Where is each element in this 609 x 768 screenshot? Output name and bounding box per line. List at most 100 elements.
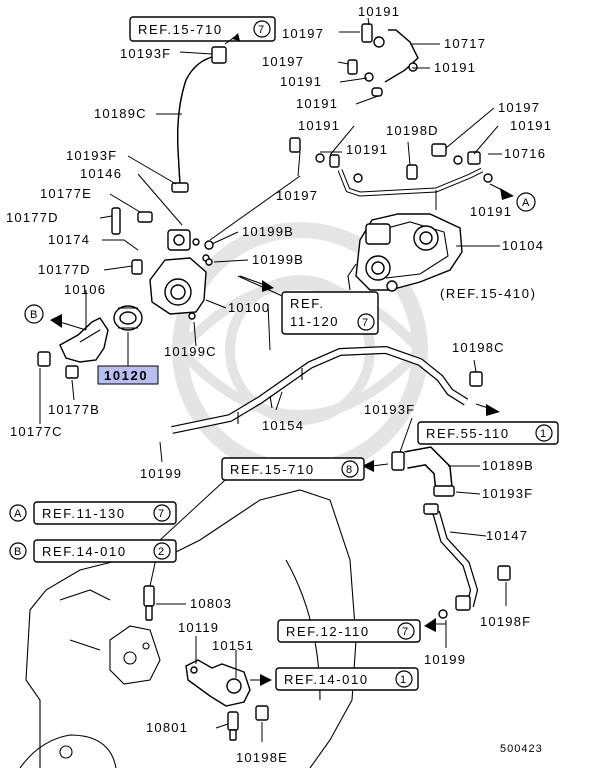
marker-A-circle[interactable]: A (516, 192, 536, 212)
label-10199C: 10199C (164, 344, 217, 359)
bolt-10198E (255, 705, 269, 721)
label-10177D: 10177D (38, 262, 91, 277)
label-10174: 10174 (48, 232, 90, 247)
ref-box-55-110[interactable]: REF.55-110 1 (417, 421, 559, 445)
svg-text:7: 7 (258, 24, 265, 36)
label-10191: 10191 (434, 60, 476, 75)
direction-arrows (50, 183, 514, 686)
svg-text:REF.15-710: REF.15-710 (230, 462, 315, 477)
label-10193F: 10193F (364, 402, 415, 417)
label-10189C: 10189C (94, 106, 147, 121)
arrow-head (232, 33, 240, 41)
label-10198D: 10198D (386, 123, 439, 138)
label-10191: 10191 (346, 142, 388, 157)
label-10197: 10197 (498, 100, 540, 115)
ref-marker-A[interactable]: A REF.11-130 7 (9, 501, 177, 525)
label-10189B: 10189B (482, 458, 534, 473)
label-10191: 10191 (280, 74, 322, 89)
thermostat-housing-10100 (149, 229, 210, 320)
svg-text:B: B (30, 309, 38, 321)
svg-text:7: 7 (158, 508, 165, 520)
svg-text:(REF.15-410): (REF.15-410) (440, 286, 537, 301)
label-10717: 10717 (444, 36, 486, 51)
label-10177C: 10177C (10, 424, 63, 439)
label-10193F: 10193F (482, 486, 533, 501)
water-inlet-10106 (59, 317, 109, 363)
pipe-10147 (423, 503, 511, 619)
label-10803: 10803 (190, 596, 232, 611)
label-10197: 10197 (282, 26, 324, 41)
svg-text:REF.11-130: REF.11-130 (42, 506, 126, 521)
bolts-right-top (289, 137, 493, 183)
pipe-10717 (347, 23, 419, 97)
svg-text:REF.14-010: REF.14-010 (42, 544, 127, 559)
hose-10189C (171, 46, 227, 193)
label-10193F: 10193F (120, 46, 171, 61)
label-10193F: 10193F (66, 148, 117, 163)
diagram-id: 500423 (500, 743, 543, 755)
svg-text:8: 8 (346, 464, 353, 476)
label-10199: 10199 (424, 652, 466, 667)
svg-text:10120: 10120 (104, 368, 148, 383)
sensor-10803 (143, 585, 155, 621)
label-10199B: 10199B (242, 224, 294, 239)
label-10198C: 10198C (452, 340, 505, 355)
label-10801: 10801 (146, 720, 188, 735)
label-10177E: 10177E (40, 186, 92, 201)
svg-text:A: A (14, 508, 22, 520)
part-labels: 10191 10197 10717 10193F 10197 10191 101… (6, 4, 552, 765)
label-10191: 10191 (298, 118, 340, 133)
label-10106: 10106 (64, 282, 106, 297)
svg-text:11-120: 11-120 (290, 314, 339, 329)
label-10191: 10191 (296, 96, 338, 111)
bolts-center (37, 207, 214, 379)
label-10197: 10197 (276, 188, 318, 203)
svg-text:REF.14-010: REF.14-010 (284, 672, 369, 687)
label-10100: 10100 (228, 300, 270, 315)
svg-text:REF.55-110: REF.55-110 (426, 426, 510, 441)
svg-text:REF.12-110: REF.12-110 (286, 624, 370, 639)
sensor-10801 (227, 711, 239, 741)
label-10197: 10197 (262, 54, 304, 69)
ref-marker-B[interactable]: B REF.14-010 2 (9, 539, 177, 563)
label-10104: 10104 (502, 238, 544, 253)
label-10198F: 10198F (480, 614, 531, 629)
label-10191: 10191 (510, 118, 552, 133)
svg-text:REF.: REF. (290, 296, 325, 311)
ref-box-14-010-low[interactable]: REF.14-010 1 (275, 667, 419, 691)
water-pump-assembly-10104 (347, 213, 463, 292)
ref-box-15-710-mid[interactable]: REF.15-710 8 (221, 457, 365, 481)
svg-text:A: A (522, 197, 530, 209)
svg-text:1: 1 (540, 428, 547, 440)
svg-text:2: 2 (158, 546, 165, 558)
ref-box-15-710-top[interactable]: REF.15-710 7 (129, 16, 276, 42)
label-10191: 10191 (358, 4, 400, 19)
label-10716: 10716 (504, 146, 546, 161)
svg-text:7: 7 (402, 626, 409, 638)
leader-lines (39, 17, 507, 742)
label-10177D: 10177D (6, 210, 59, 225)
label-10146: 10146 (80, 166, 122, 181)
pipe-10716 (337, 167, 484, 210)
svg-text:B: B (14, 546, 22, 558)
label-10199B: 10199B (252, 252, 304, 267)
label-10191: 10191 (470, 204, 512, 219)
thermostat-10120 (113, 305, 143, 331)
label-10199: 10199 (140, 466, 182, 481)
hose-10189B (391, 446, 455, 497)
svg-text:REF.15-710: REF.15-710 (138, 22, 223, 37)
marker-B-circle[interactable]: B (24, 304, 44, 324)
ref-box-12-110[interactable]: REF.12-110 7 (277, 619, 421, 643)
label-10177B: 10177B (48, 402, 100, 417)
label-10151: 10151 (212, 638, 254, 653)
label-10154: 10154 (262, 418, 304, 433)
svg-text:1: 1 (400, 674, 407, 686)
svg-text:7: 7 (362, 317, 369, 329)
ref-box-11-120[interactable]: REF. 11-120 7 (281, 291, 379, 335)
pipe-10154 (171, 345, 483, 434)
label-10120-highlighted[interactable]: 10120 (97, 365, 159, 385)
label-10119: 10119 (178, 620, 219, 635)
label-10147: 10147 (486, 528, 528, 543)
ref-15-410[interactable]: (REF.15-410) (440, 286, 537, 301)
